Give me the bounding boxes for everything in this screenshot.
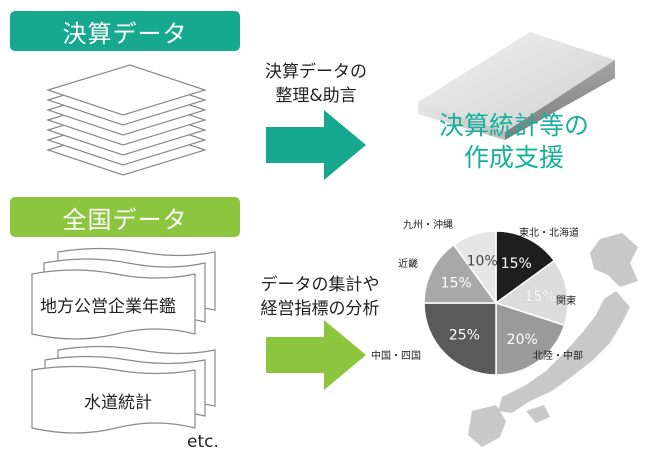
- national-data-tag: 全国データ: [10, 197, 240, 237]
- pie-slice-3: [423, 302, 497, 376]
- pie-value-label-3: 25%: [449, 328, 480, 344]
- arrow1-line2: 整理&助言: [275, 86, 357, 106]
- result-line2: 作成支援: [463, 143, 564, 172]
- arrow1-line1: 決算データの: [265, 62, 367, 82]
- pie-slice-0: [495, 230, 556, 305]
- arrow-right-icon-2: [266, 320, 366, 390]
- pie-slice-4: [423, 243, 498, 304]
- pie-slice-1: [494, 259, 569, 327]
- settlement-data-tag: 決算データ: [10, 11, 240, 51]
- arrow1-caption: 決算データの 整理&助言: [246, 60, 386, 108]
- regional-pie-chart: 15%15%20%25%15%10%: [423, 230, 569, 376]
- pie-label-kyushu: 九州・沖縄: [403, 220, 453, 231]
- pie-label-hokuriku: 北陸・中部: [533, 351, 583, 362]
- pie-value-label-1: 15%: [525, 289, 556, 305]
- pie-label-chugoku: 中国・四国: [371, 351, 421, 362]
- pie-value-label-2: 20%: [507, 332, 538, 348]
- etc-label: etc.: [187, 432, 219, 452]
- pie-slice-5: [452, 230, 497, 306]
- result-line1: 決算統計等の: [438, 111, 589, 140]
- arrow2-line1: データの集計や: [260, 275, 380, 295]
- pie-value-label-4: 15%: [441, 276, 472, 292]
- result-caption: 決算統計等の 作成支援: [414, 110, 614, 174]
- pie-value-label-0: 15%: [501, 256, 532, 272]
- arrow2-line2: 経営指標の分析: [260, 299, 380, 319]
- arrow2-caption: データの集計や 経営指標の分析: [240, 273, 400, 321]
- pie-label-kinki: 近畿: [398, 259, 418, 270]
- national-data-label: 全国データ: [62, 205, 188, 234]
- japan-map-icon: [468, 233, 638, 447]
- doc-label-water-stats: 水道統計: [84, 393, 152, 413]
- pie-slice-2: [495, 301, 566, 376]
- arrow-right-icon-1: [266, 110, 366, 180]
- doc-label-yearbook: 地方公営企業年鑑: [40, 297, 176, 317]
- pie-label-tohoku: 東北・北海道: [519, 228, 579, 239]
- pie-value-label-5: 10%: [467, 254, 498, 270]
- settlement-data-label: 決算データ: [62, 19, 188, 48]
- report-box-icon: [418, 32, 615, 140]
- pie-label-kanto: 関東: [556, 296, 576, 307]
